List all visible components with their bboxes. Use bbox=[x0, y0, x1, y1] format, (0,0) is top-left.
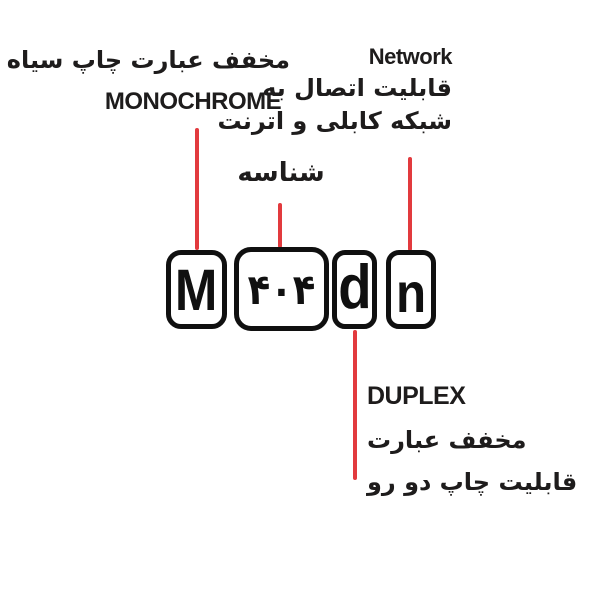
duplex-label-block: DUPLEX مخفف عبارت قابلیت چاپ دو رو bbox=[367, 382, 577, 503]
monochrome-label-farsi: مخفف عبارت چاپ سیاه و سفید bbox=[0, 46, 290, 74]
connector-line-network bbox=[408, 157, 412, 251]
identifier-label-farsi: شناسه bbox=[237, 158, 325, 188]
model-char-m: M bbox=[175, 257, 218, 323]
model-char-box-404: ۴۰۴ bbox=[234, 247, 329, 331]
monochrome-label-english: MONOCHROME bbox=[104, 88, 282, 115]
model-char-box-d: d bbox=[332, 250, 377, 329]
network-label-farsi-line1: قابلیت اتصال به bbox=[262, 74, 452, 102]
model-char-404: ۴۰۴ bbox=[247, 265, 316, 314]
duplex-label-farsi-line2: قابلیت چاپ دو رو bbox=[367, 468, 578, 496]
duplex-label-english: DUPLEX bbox=[367, 382, 466, 410]
network-label-block: Network قابلیت اتصال به شبکه کابلی و اتر… bbox=[217, 42, 452, 138]
network-label-english: Network bbox=[368, 44, 453, 69]
connector-line-identifier bbox=[278, 203, 282, 248]
duplex-label-farsi-line1: مخفف عبارت bbox=[367, 426, 527, 454]
connector-line-duplex bbox=[353, 330, 357, 480]
model-char-box-n: n bbox=[386, 250, 436, 329]
connector-line-monochrome bbox=[195, 128, 199, 250]
model-char-box-m: M bbox=[166, 250, 227, 329]
model-char-d: d bbox=[337, 252, 372, 322]
network-label-farsi-line2: شبکه کابلی و اترنت bbox=[217, 107, 452, 135]
model-char-n: n bbox=[395, 260, 427, 324]
